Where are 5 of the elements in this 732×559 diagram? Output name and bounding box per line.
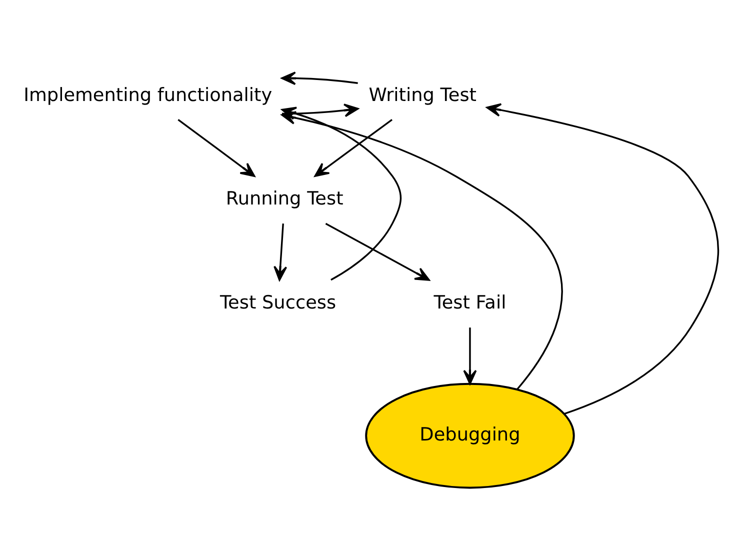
- node-text: Test Fail: [434, 292, 506, 314]
- node-text: Writing Test: [368, 84, 477, 106]
- node-text: Running Test: [226, 188, 344, 210]
- node-text: Test Success: [220, 292, 336, 314]
- node-text: Implementing functionality: [24, 84, 272, 106]
